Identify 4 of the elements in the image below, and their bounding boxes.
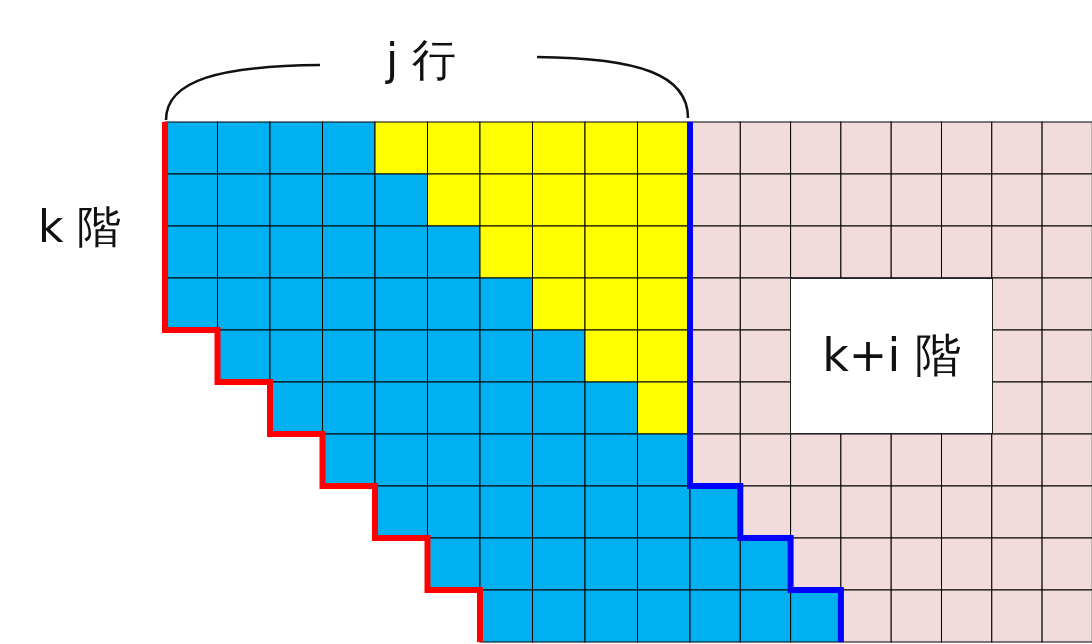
axis-label: k 階 [38, 205, 122, 249]
region-label: k+i 階 [822, 327, 961, 384]
label-box [790, 278, 993, 434]
axis-label: j 行 [386, 38, 457, 82]
